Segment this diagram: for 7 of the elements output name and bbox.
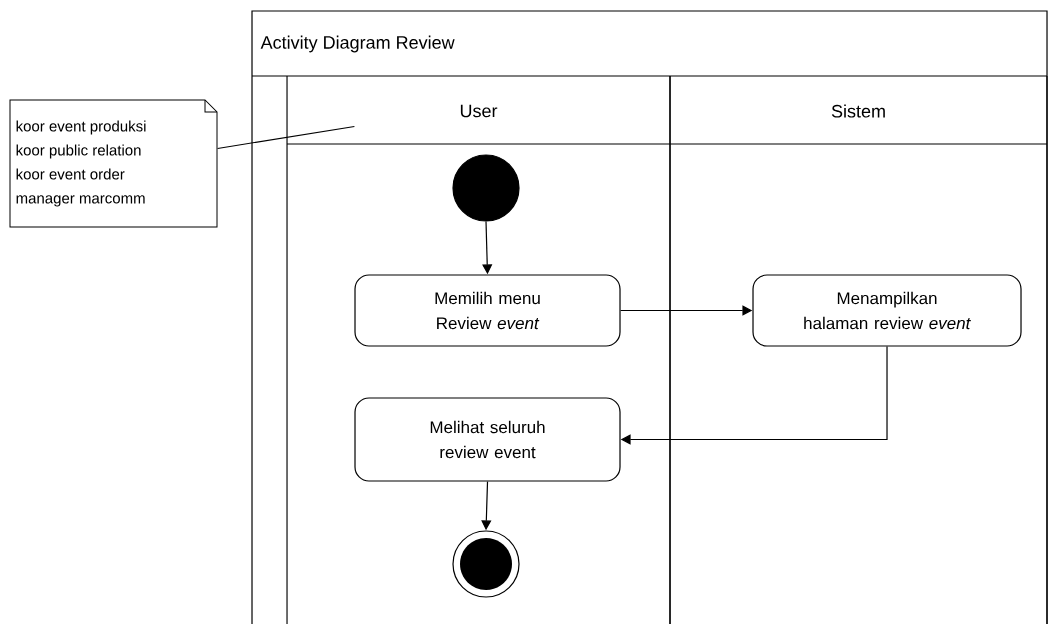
action-box: Memilih menu Review event — [354, 274, 621, 347]
note: koor event produksi koor public relation koor event order manager marcomm — [9, 99, 218, 228]
action-box: Menampilkan halaman review event — [752, 274, 1022, 347]
action-box: Melihat seluruh review event — [354, 397, 621, 482]
initial-node — [452, 154, 520, 222]
final-node — [452, 530, 520, 598]
leader-line — [217, 125, 355, 149]
